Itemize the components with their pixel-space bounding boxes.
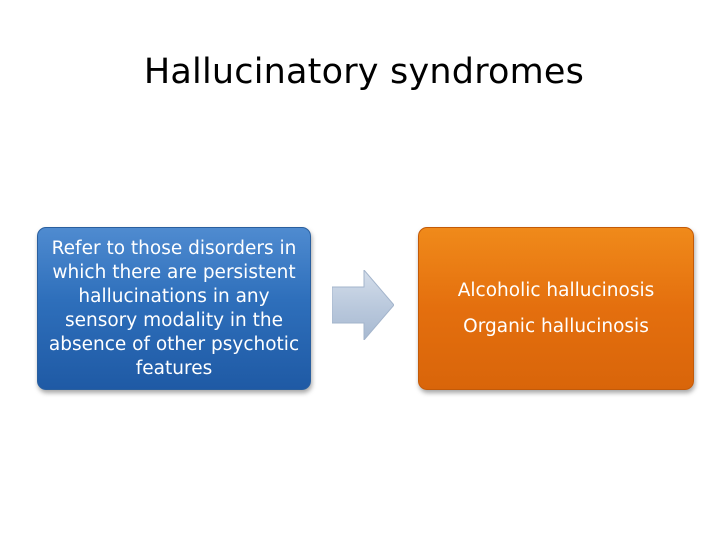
definition-text: Refer to those disorders in which there … [48, 237, 300, 379]
right-arrow-icon [332, 270, 394, 340]
definition-box: Refer to those disorders in which there … [37, 227, 311, 390]
slide-title: Hallucinatory syndromes [143, 52, 585, 92]
examples-box: Alcoholic hallucinosis Organic hallucino… [418, 227, 694, 390]
example-item-alcoholic: Alcoholic hallucinosis [457, 279, 655, 301]
example-item-organic: Organic hallucinosis [463, 315, 649, 337]
